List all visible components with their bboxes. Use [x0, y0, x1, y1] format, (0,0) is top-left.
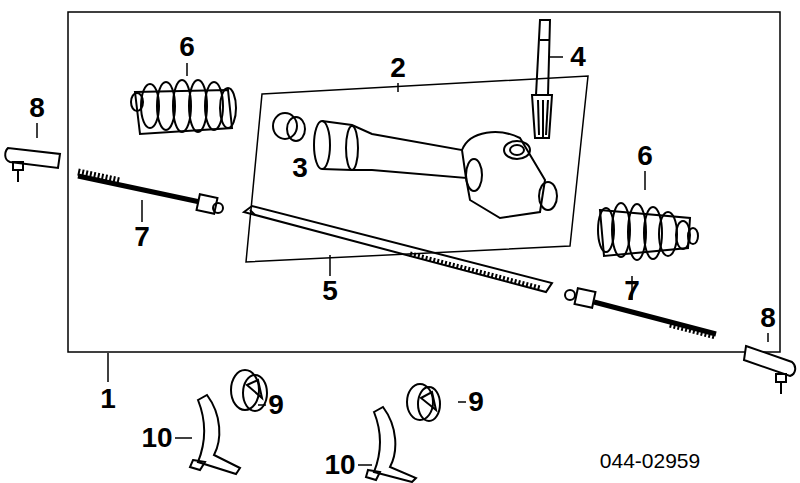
callout-number: 7	[624, 277, 640, 305]
callout-number: 9	[468, 388, 484, 416]
housing-frame	[246, 76, 588, 262]
callout-number: 10	[141, 424, 172, 452]
rack-housing	[314, 121, 557, 218]
callout-number: 10	[324, 451, 355, 479]
tie-rod	[565, 288, 716, 336]
callout-number: 4	[570, 43, 586, 71]
callout-number: 7	[134, 223, 150, 251]
callout-number: 2	[390, 54, 406, 82]
callout-number: 3	[292, 154, 308, 182]
callout-number: 9	[268, 391, 284, 419]
mount-bushing	[231, 370, 440, 421]
callout-number: 8	[29, 94, 45, 122]
mount-clamp	[190, 395, 416, 482]
tie-rod-end	[744, 346, 795, 394]
boot	[131, 80, 236, 134]
leader-lines	[37, 57, 768, 465]
figure-number: 044-02959	[600, 450, 700, 471]
assembly-frame	[68, 12, 780, 352]
callout-number: 6	[637, 142, 653, 170]
callout-number: 5	[322, 277, 338, 305]
pinion-shaft	[532, 20, 552, 138]
tie-rod	[78, 172, 223, 214]
boot	[598, 203, 698, 260]
tie-rod-end	[5, 148, 60, 182]
bushing	[273, 113, 305, 141]
callout-number: 6	[179, 33, 195, 61]
rack-bar	[244, 206, 552, 292]
callout-number: 1	[100, 385, 116, 413]
callout-number: 8	[760, 304, 776, 332]
